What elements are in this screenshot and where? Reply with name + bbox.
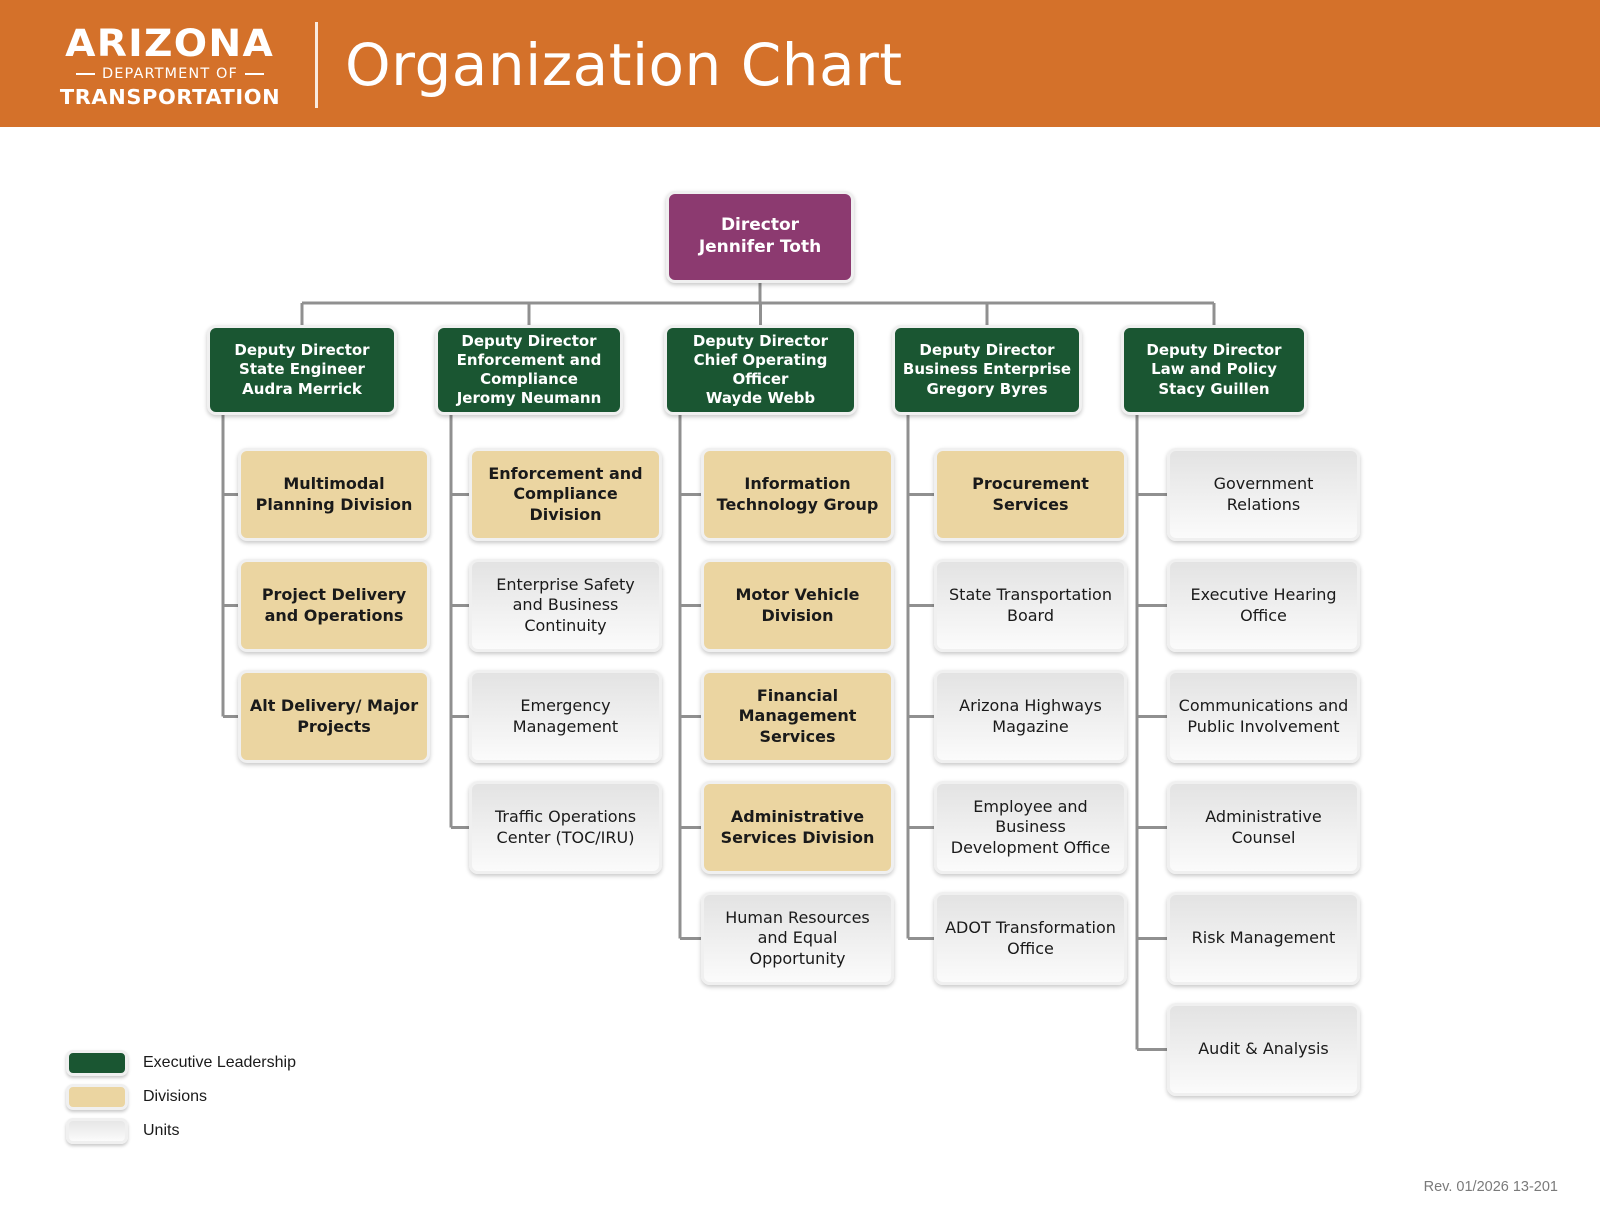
node-child-2-4-label: Traffic Operations Center (TOC/IRU) (494, 807, 637, 847)
node-child-4-2[interactable]: State Transportation Board (934, 559, 1127, 652)
node-child-1-1-label: Multimodal Planning Division (255, 474, 413, 514)
node-child-5-1[interactable]: Government Relations (1167, 448, 1360, 541)
node-child-3-2-label: Motor Vehicle Division (735, 585, 860, 625)
legend-swatch-division (66, 1084, 128, 1110)
logo-rule-right (244, 73, 264, 76)
node-child-3-5-label: Human Resources and Equal Opportunity (725, 907, 870, 968)
legend-label-division: Divisions (143, 1088, 208, 1105)
legend-swatch-unit (66, 1118, 128, 1144)
legend-row-exec: Executive Leadership (66, 1046, 296, 1080)
node-child-1-2-label: Project Delivery and Operations (261, 585, 407, 625)
legend-row-division: Divisions (66, 1080, 296, 1114)
node-child-5-4-label: Administrative Counsel (1205, 807, 1322, 847)
node-child-2-1-label: Enforcement and Compliance Division (488, 463, 643, 524)
node-child-2-4[interactable]: Traffic Operations Center (TOC/IRU) (469, 781, 662, 874)
node-child-4-5[interactable]: ADOT Transformation Office (934, 892, 1127, 985)
node-child-2-2[interactable]: Enterprise Safety and Business Continuit… (469, 559, 662, 652)
node-child-1-3[interactable]: Alt Delivery/ Major Projects (238, 670, 430, 763)
node-child-2-3[interactable]: Emergency Management (469, 670, 662, 763)
node-child-4-5-label: ADOT Transformation Office (945, 918, 1116, 958)
connector-lines (221, 283, 1216, 1051)
node-child-3-4-label: Administrative Services Division (720, 807, 875, 847)
node-child-5-5[interactable]: Risk Management (1167, 892, 1360, 985)
node-child-1-1[interactable]: Multimodal Planning Division (238, 448, 430, 541)
node-child-1-3-label: Alt Delivery/ Major Projects (249, 696, 419, 736)
page-title: Organization Chart (345, 31, 903, 99)
node-child-4-3[interactable]: Arizona Highways Magazine (934, 670, 1127, 763)
node-child-5-6[interactable]: Audit & Analysis (1167, 1003, 1360, 1096)
legend-row-unit: Units (66, 1114, 296, 1148)
node-child-1-2[interactable]: Project Delivery and Operations (238, 559, 430, 652)
node-child-5-1-label: Government Relations (1213, 474, 1314, 514)
node-child-3-1[interactable]: Information Technology Group (701, 448, 894, 541)
logo-line-department: DEPARTMENT OF (76, 67, 264, 82)
node-child-4-3-label: Arizona Highways Magazine (959, 696, 1102, 736)
logo-rule-left (76, 73, 95, 76)
logo-line-transportation: TRANSPORTATION (59, 84, 281, 109)
legend-label-unit: Units (143, 1122, 180, 1139)
node-child-4-2-label: State Transportation Board (949, 585, 1112, 625)
legend-swatch-exec (66, 1050, 128, 1076)
revision-text: Rev. 01/2026 13-201 (1423, 1179, 1558, 1195)
node-child-5-3[interactable]: Communications and Public Involvement (1167, 670, 1360, 763)
node-child-5-3-label: Communications and Public Involvement (1178, 696, 1349, 736)
node-child-3-4[interactable]: Administrative Services Division (701, 781, 894, 874)
node-child-4-1-label: Procurement Services (972, 474, 1089, 514)
adot-logo: ARIZONA DEPARTMENT OF TRANSPORTATION (54, 22, 286, 107)
node-child-3-3[interactable]: Financial Management Services (701, 670, 894, 763)
header-divider (315, 22, 318, 108)
node-child-5-4[interactable]: Administrative Counsel (1167, 781, 1360, 874)
node-child-3-2[interactable]: Motor Vehicle Division (701, 559, 894, 652)
node-child-3-1-label: Information Technology Group (716, 474, 879, 514)
logo-department-text: DEPARTMENT OF (102, 66, 238, 82)
node-child-4-4-label: Employee and Business Development Office (950, 796, 1111, 857)
node-child-5-2[interactable]: Executive Hearing Office (1167, 559, 1360, 652)
logo-line-arizona: ARIZONA (65, 22, 275, 65)
node-child-5-2-label: Executive Hearing Office (1190, 585, 1337, 625)
node-child-3-3-label: Financial Management Services (738, 685, 857, 746)
node-child-3-5[interactable]: Human Resources and Equal Opportunity (701, 892, 894, 985)
page-header: ARIZONA DEPARTMENT OF TRANSPORTATION Org… (0, 0, 1600, 127)
node-child-4-4[interactable]: Employee and Business Development Office (934, 781, 1127, 874)
node-child-5-5-label: Risk Management (1191, 928, 1336, 948)
node-child-2-3-label: Emergency Management (512, 696, 619, 736)
node-child-4-1[interactable]: Procurement Services (934, 448, 1127, 541)
node-child-2-2-label: Enterprise Safety and Business Continuit… (496, 574, 635, 635)
node-child-5-6-label: Audit & Analysis (1198, 1039, 1329, 1059)
node-child-2-1[interactable]: Enforcement and Compliance Division (469, 448, 662, 541)
legend-label-exec: Executive Leadership (143, 1054, 296, 1071)
